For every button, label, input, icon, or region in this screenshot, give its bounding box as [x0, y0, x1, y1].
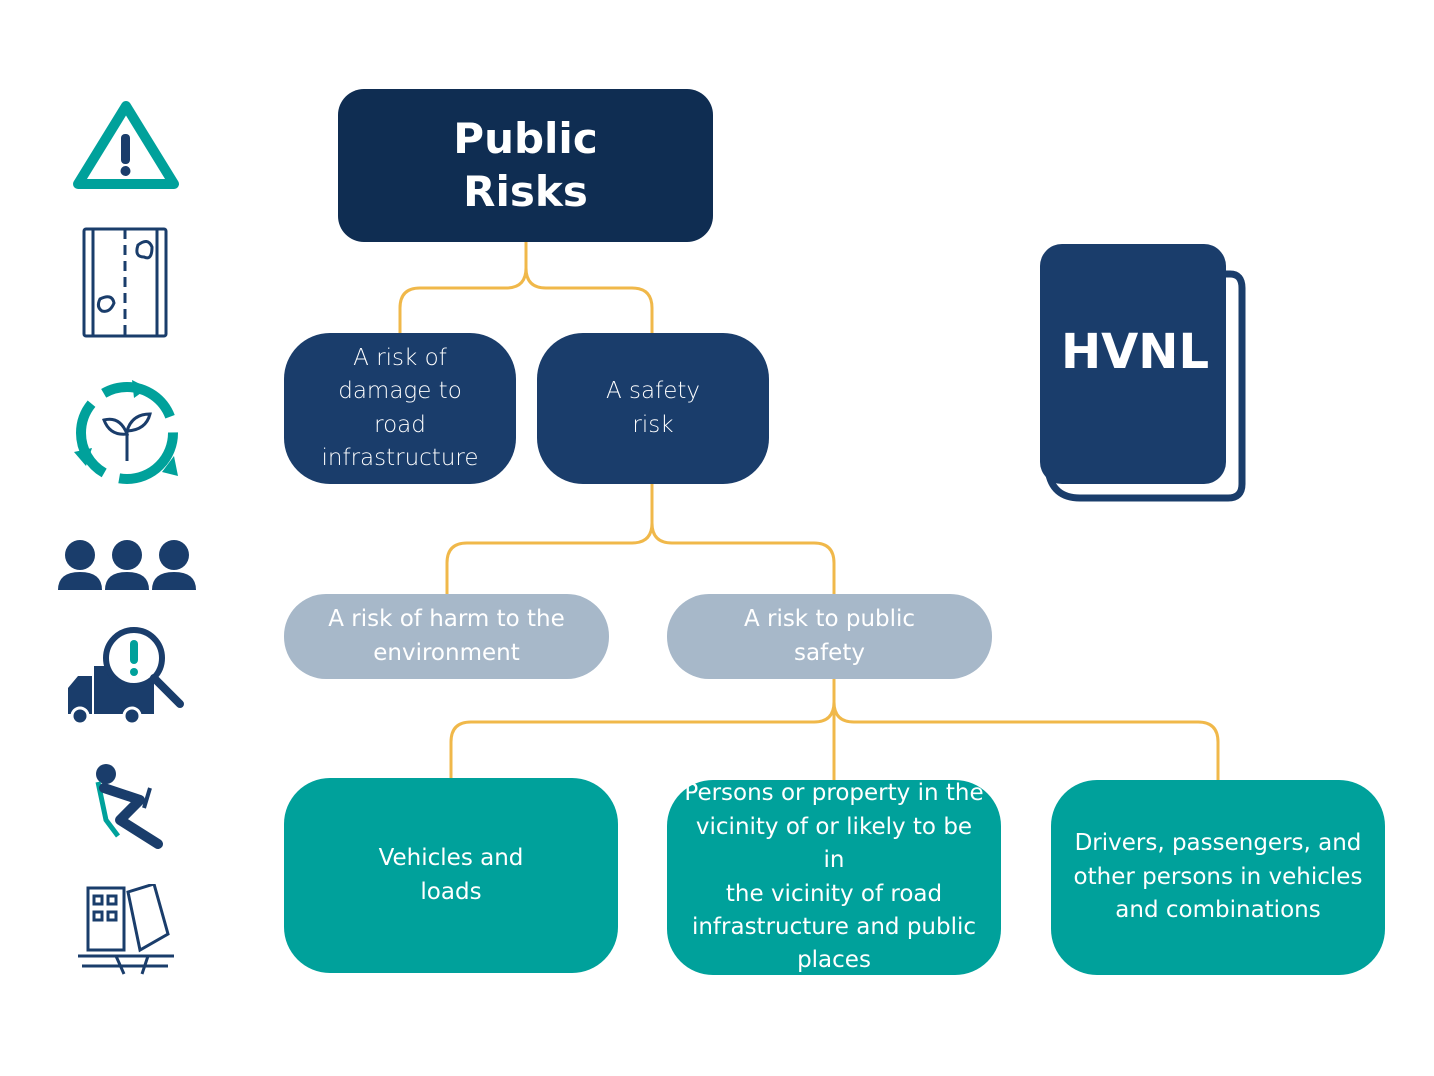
connector-line [832, 701, 1220, 780]
hvnl-label: HVNL [1060, 324, 1210, 380]
damaged-road-icon [82, 227, 168, 338]
persons-property-node: Persons or property in the vicinity of o… [667, 780, 1001, 975]
people-group-icon [58, 540, 196, 590]
safety-risk-node: A safety risk [537, 333, 769, 484]
public-safety-risk-node: A risk to public safety [667, 594, 992, 679]
truck-inspection-icon [68, 627, 184, 726]
hvnl-book-icon: HVNL [1040, 244, 1246, 502]
warning-icon [73, 101, 179, 189]
connector-line [524, 267, 654, 333]
road-infrastructure-risk-node: A risk of damage to road infrastructure [284, 333, 516, 484]
public-risks-node: Public Risks [338, 89, 713, 242]
connector-line [650, 522, 836, 594]
drivers-passengers-node: Drivers, passengers, and other persons i… [1051, 780, 1385, 975]
driver-seated-icon [95, 764, 163, 849]
environment-cycle-icon [74, 380, 178, 484]
connector-line [445, 484, 654, 594]
vehicles-loads-node: Vehicles and loads [284, 778, 618, 973]
environment-risk-node: A risk of harm to the environment [284, 594, 609, 679]
connector-line [398, 242, 528, 333]
connector-line [449, 679, 836, 778]
collapsed-building-icon [78, 884, 174, 975]
